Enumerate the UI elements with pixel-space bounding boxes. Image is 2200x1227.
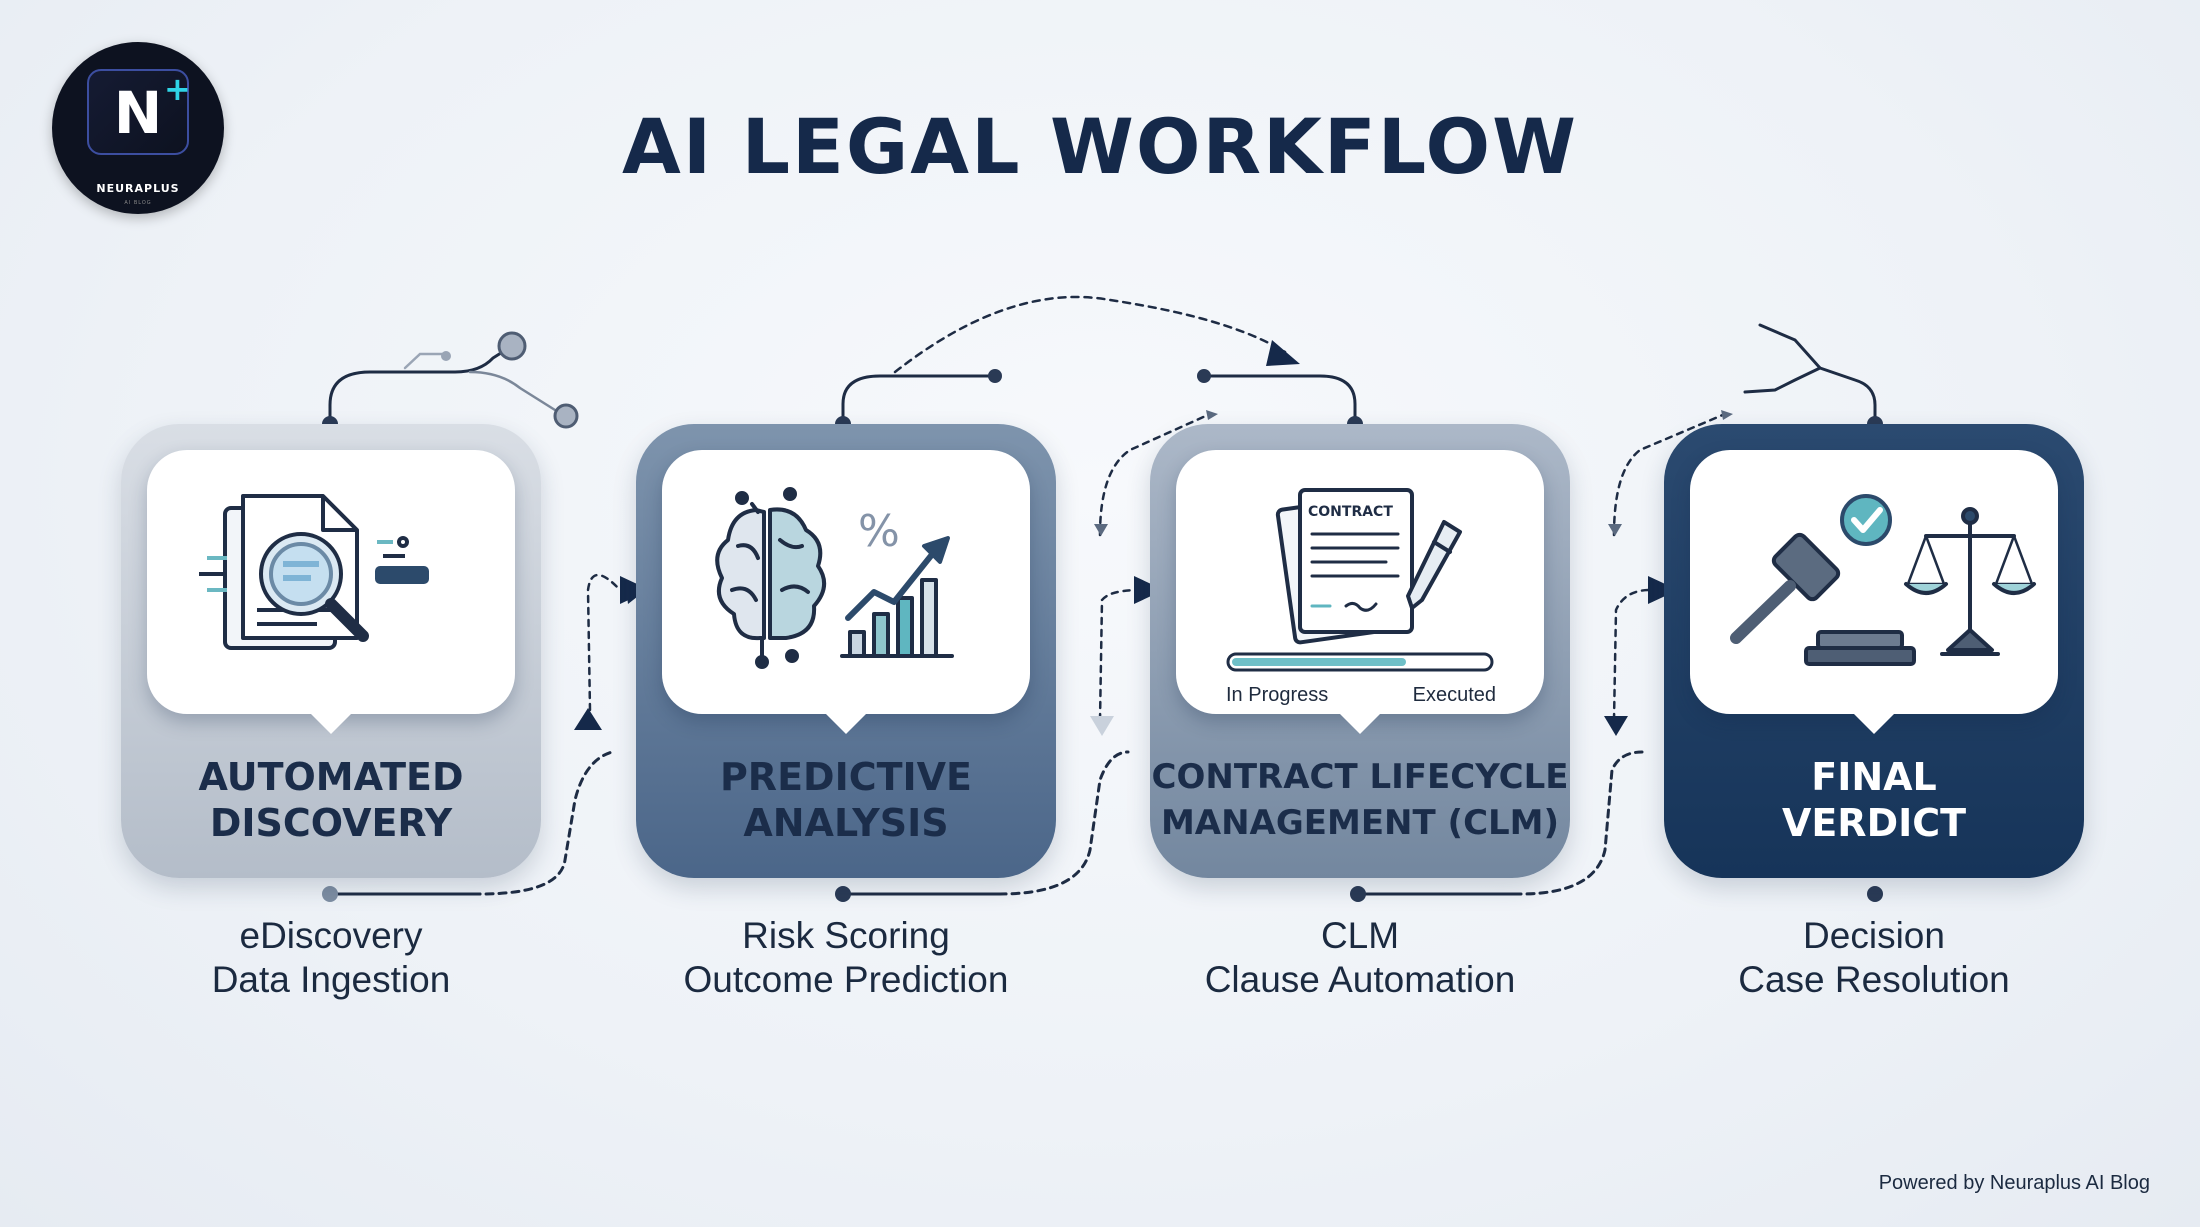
- node-4-bottom: [1867, 886, 1883, 902]
- circuit-trace-4b: [1743, 366, 1822, 394]
- contract-pen-icon: CONTRACT: [1226, 488, 1494, 672]
- arrow-into-card2-main: [620, 576, 650, 604]
- step-icon-panel: [147, 450, 515, 734]
- top-arc: [893, 295, 1287, 374]
- step-card-automated-discovery: AUTOMATED DISCOVERY: [121, 424, 541, 878]
- dash-drop-4a: [1612, 412, 1727, 537]
- node-1-b: [553, 403, 579, 429]
- card-notch: [1852, 712, 1896, 734]
- clm-progress-fill: [1232, 658, 1406, 666]
- gavel-scales-icon: [1730, 494, 2036, 666]
- step-title: PREDICTIVE ANALYSIS: [719, 755, 973, 845]
- neuraplus-logo: N + NEURAPLUS AI BLOG: [52, 42, 224, 214]
- footer-credit: Powered by Neuraplus AI Blog: [1878, 1172, 2150, 1194]
- arrow-small-3: [1206, 410, 1218, 420]
- bottom-rail-1: [328, 750, 614, 896]
- logo-mark: N: [87, 69, 189, 155]
- node-2-bottom: [835, 886, 851, 902]
- arrow-into-card4: [1648, 576, 1678, 604]
- step-card-predictive-analysis: % PREDICTIVE ANALYSIS: [636, 424, 1056, 878]
- circuit-trace-1c: [403, 352, 447, 370]
- card-notch: [309, 712, 353, 734]
- document-magnifier-icon: [199, 494, 429, 650]
- node-2-wire-end: [988, 369, 1002, 383]
- percent-symbol: %: [858, 506, 900, 557]
- page-title: AI LEGAL WORKFLOW: [622, 102, 1578, 191]
- bottom-rail-2: [841, 750, 1130, 896]
- circuit-trace-1b: [468, 370, 557, 412]
- logo-plus-icon: +: [164, 70, 191, 108]
- arrow-small-4: [1721, 410, 1733, 420]
- circuit-trace-2: [841, 374, 997, 426]
- step-caption-clm: CLM Clause Automation: [1204, 915, 1516, 1000]
- arrow-into-card3: [1134, 576, 1164, 604]
- arrow-up-left: [574, 708, 602, 730]
- logo-brand-name: NEURAPLUS: [96, 182, 180, 195]
- step-title: AUTOMATED DISCOVERY: [198, 755, 464, 845]
- dash-drop-4b: [1612, 588, 1652, 722]
- step-caption-predictive-analysis: Risk Scoring Outcome Prediction: [683, 915, 1009, 1000]
- contract-heading: CONTRACT: [1308, 504, 1393, 520]
- brain-growth-chart-icon: %: [715, 487, 954, 669]
- step-title: CONTRACT LIFECYCLE MANAGEMENT (CLM): [1151, 757, 1569, 843]
- step-caption-automated-discovery: eDiscovery Data Ingestion: [211, 915, 451, 1000]
- logo-tagline: AI BLOG: [124, 200, 152, 206]
- arrow-down-3: [1090, 716, 1114, 736]
- node-3-bottom: [1350, 886, 1366, 902]
- circuit-trace-4: [1758, 323, 1877, 426]
- step-caption-final-verdict: Decision Case Resolution: [1738, 915, 2010, 1000]
- step-icon-panel: %: [662, 450, 1030, 734]
- dash-drop-3a: [1098, 412, 1212, 537]
- dash-drop-2: [586, 573, 622, 712]
- dash-drop-3b: [1098, 588, 1142, 722]
- arrow-down-4: [1604, 716, 1628, 736]
- node-1-a: [497, 331, 527, 361]
- node-3-wire-start: [1197, 369, 1211, 383]
- node-1-bottom: [322, 886, 338, 902]
- progress-label-in-progress: In Progress: [1226, 684, 1329, 706]
- card-notch: [1338, 712, 1382, 734]
- card-notch: [824, 712, 868, 734]
- circuit-trace-3: [1202, 374, 1357, 426]
- step-title: FINAL VERDICT: [1781, 755, 1967, 845]
- arrow-down-3-top: [1094, 524, 1108, 536]
- bottom-rail-3: [1356, 750, 1644, 896]
- step-card-contract-lifecycle-management: CONTRACT In Progress Executed CONTRACT L…: [1150, 424, 1570, 878]
- logo-letter: N: [113, 79, 163, 147]
- arrow-down-4-top: [1608, 524, 1622, 536]
- step-card-final-verdict: FINAL VERDICT: [1664, 424, 2084, 878]
- arrow-top-arc: [1266, 340, 1300, 366]
- circuit-trace-1: [328, 344, 514, 426]
- step-icon-panel: CONTRACT In Progress Executed: [1176, 450, 1544, 734]
- progress-label-executed: Executed: [1412, 684, 1496, 706]
- step-icon-panel: [1690, 450, 2058, 734]
